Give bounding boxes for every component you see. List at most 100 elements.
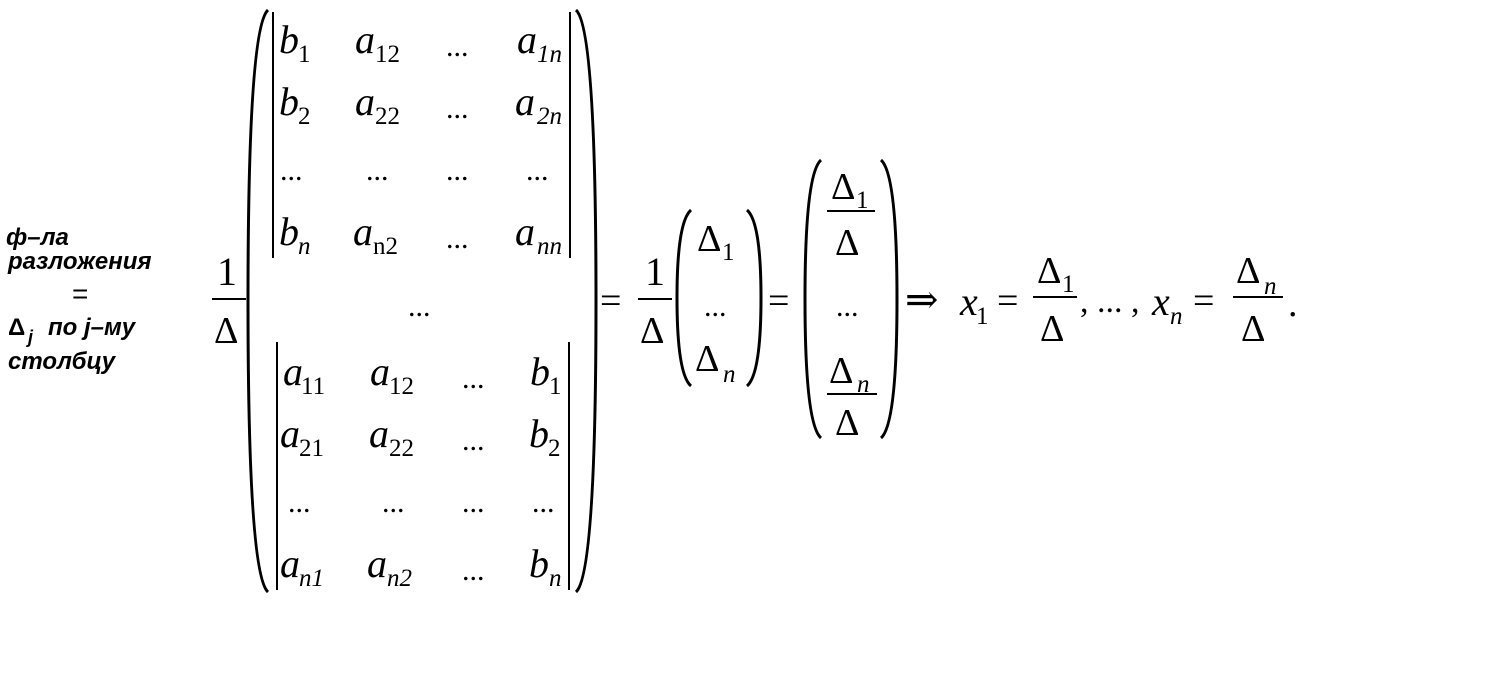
det2-cell: b (529, 541, 549, 586)
vector-delta-n-sub: n (723, 361, 736, 388)
det2-cell: ... (462, 554, 485, 587)
det2-cell: a (369, 411, 389, 456)
final-period: . (1288, 283, 1298, 325)
frac4b-bar (1233, 296, 1283, 298)
note-expansion: разложения (8, 248, 152, 275)
frac4b-denominator: Δ (1241, 308, 1266, 350)
det2-subscript: 22 (389, 435, 414, 462)
det1-bar-right (569, 12, 571, 258)
det1-subscript: 2n (537, 103, 562, 130)
frac3b-bar (827, 393, 877, 395)
det2-bar-left (276, 342, 278, 590)
middle-ellipsis: ... (408, 290, 431, 323)
fraction2-numerator: 1 (645, 249, 665, 294)
big-paren-left (246, 8, 270, 594)
frac4b-numerator: Δ (1236, 250, 1261, 292)
prefactor-fraction-bar (212, 298, 246, 300)
det2-cell: a (367, 541, 387, 586)
vector-delta-1-sub: 1 (722, 239, 735, 266)
det1-cell: b (279, 79, 299, 124)
det2-subscript: 2 (548, 435, 561, 462)
det1-bar-left (272, 12, 274, 258)
vector-delta-n: Δ (695, 338, 720, 380)
frac3a-numerator-sub: 1 (856, 187, 869, 214)
det1-cell: a (515, 79, 535, 124)
frac3b-numerator: Δ (829, 350, 854, 392)
det2-cell: a (280, 411, 300, 456)
det1-cell: ... (446, 222, 469, 255)
det2-subscript: 1 (549, 373, 562, 400)
vector-delta-1: Δ (697, 218, 722, 260)
comma-ellipsis: , ... , (1080, 283, 1140, 320)
det1-cell: a (517, 17, 537, 62)
det1-cell: ... (366, 154, 389, 187)
note-delta: Δ (8, 314, 26, 341)
det2-subscript: 21 (299, 435, 324, 462)
note-column: столбцу (8, 348, 116, 375)
det2-subscript: n1 (299, 565, 324, 592)
fraction2-bar (638, 298, 672, 300)
equals-sign-4: = (1193, 280, 1215, 322)
det1-cell: ... (446, 92, 469, 125)
big-paren-right (574, 8, 598, 594)
note-equals: = (72, 278, 89, 309)
xn-sub: n (1170, 303, 1183, 330)
equals-sign-1: = (600, 280, 622, 322)
column-ellipsis: ... (836, 290, 859, 323)
frac4a-bar (1033, 296, 1077, 298)
det1-cell: b (279, 209, 299, 254)
prefactor-numerator: 1 (217, 249, 237, 294)
det2-subscript: 11 (301, 373, 326, 400)
frac4a-denominator: Δ (1040, 308, 1065, 350)
det2-cell: ... (462, 424, 485, 457)
det2-cell: a (280, 541, 300, 586)
det2-cell: b (529, 411, 549, 456)
det2-cell: a (370, 349, 390, 394)
fraction2-denominator: Δ (640, 310, 665, 352)
note-column-ref: по j–му (48, 314, 136, 341)
det1-subscript: 22 (375, 103, 400, 130)
frac4b-numerator-sub: n (1264, 273, 1277, 300)
paren3-left (803, 158, 823, 440)
paren2-right (745, 208, 763, 388)
paren3-right (879, 158, 899, 440)
det2-cell: ... (462, 486, 485, 519)
det2-bar-right (568, 342, 570, 590)
det1-cell: ... (446, 154, 469, 187)
equals-sign-3: = (997, 280, 1019, 322)
det1-cell: a (515, 209, 535, 254)
det1-subscript: n (298, 233, 311, 260)
x1-var: x (960, 279, 978, 324)
xn-var: x (1152, 279, 1170, 324)
det1-subscript: nn (537, 233, 562, 260)
x1-sub: 1 (976, 303, 989, 330)
implies-arrow: ⇒ (905, 277, 939, 322)
det2-cell: ... (532, 486, 555, 519)
vector-ellipsis: ... (704, 290, 727, 323)
det1-cell: ... (280, 154, 303, 187)
det1-cell: ... (446, 30, 469, 63)
det2-cell: a (283, 349, 303, 394)
frac3a-denominator: Δ (835, 222, 860, 264)
det2-cell: ... (382, 486, 405, 519)
paren2-left (675, 208, 693, 388)
note-formula: ф–ла (6, 224, 69, 251)
det1-subscript: 12 (375, 41, 400, 68)
frac4a-numerator-sub: 1 (1062, 271, 1075, 298)
det2-subscript: 12 (389, 373, 414, 400)
det1-subscript: 1n (537, 41, 562, 68)
frac3a-numerator: Δ (831, 166, 856, 208)
det2-cell: ... (462, 362, 485, 395)
det2-subscript: n2 (387, 565, 412, 592)
det1-subscript: 2 (298, 103, 311, 130)
det2-cell: ... (288, 486, 311, 519)
det1-subscript: n2 (373, 233, 398, 260)
frac3b-numerator-sub: n (857, 371, 870, 398)
equals-sign-2: = (768, 280, 790, 322)
det1-cell: ... (526, 154, 549, 187)
note-delta-sub: j (28, 327, 34, 347)
frac3a-bar (827, 210, 875, 212)
det1-cell: a (355, 17, 375, 62)
det2-cell: b (530, 349, 550, 394)
frac4a-numerator: Δ (1037, 250, 1062, 292)
